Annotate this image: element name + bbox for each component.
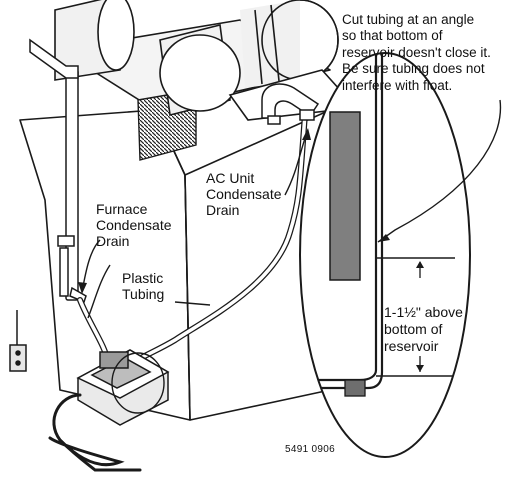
reservoir-zoom-callout: [299, 52, 471, 458]
duct-drums: [54, 0, 339, 116]
ac-drain-label: AC Unit Condensate Drain: [206, 170, 282, 218]
tubing-leader-1: [87, 264, 111, 319]
furnace-drain-label: Furnace Condensate Drain: [96, 201, 172, 249]
plastic-tubing-label: Plastic Tubing: [122, 270, 165, 302]
reservoir-wall: [329, 111, 361, 281]
ac-drain-fittings: [261, 83, 320, 125]
plastic-tubing: [77, 111, 308, 375]
electrical-outlet: [9, 310, 27, 372]
furnace-cabinet: [19, 19, 331, 421]
furnace-drain-pipe: [29, 38, 87, 304]
figure-code: 5491 0906: [285, 444, 335, 455]
instruction-leader: [377, 99, 502, 243]
power-cord: [48, 393, 142, 472]
condensate-pump: [76, 349, 170, 426]
leader-arrowheads: [78, 128, 390, 294]
clearance-label: 1-1½" above bottom of reservoir: [384, 304, 463, 354]
float-block: [344, 379, 366, 397]
tubing-leader-2: [174, 301, 211, 306]
instruction-label: Cut tubing at an angle so that bottom of…: [342, 12, 491, 93]
